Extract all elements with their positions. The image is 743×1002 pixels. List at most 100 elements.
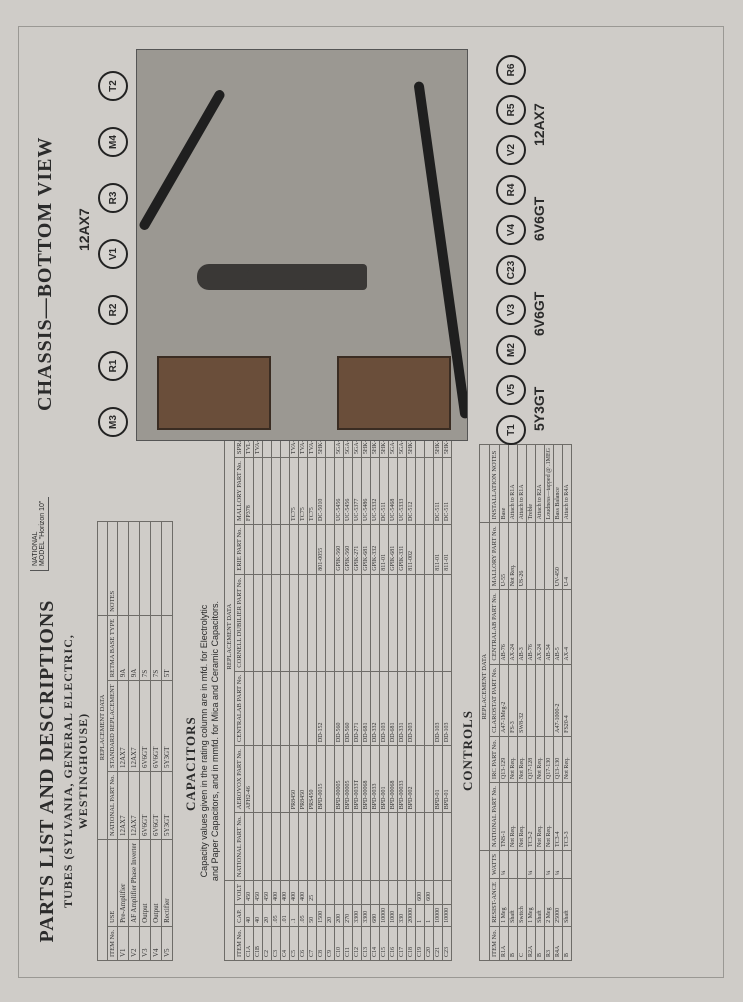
table-cell: 1 <box>415 904 425 927</box>
table-cell: 811-01 <box>442 524 452 575</box>
col-header: ITEM No. <box>107 926 118 961</box>
table-cell: 270 <box>343 904 353 927</box>
table-cell: DC-511 <box>442 457 452 525</box>
table-cell: BPD-002 <box>406 745 416 813</box>
table-cell: 801-0055 <box>316 524 326 575</box>
callout-m3: M3 <box>98 407 128 437</box>
table-cell: DD-103 <box>379 671 389 746</box>
table-cell: C6 <box>298 926 308 961</box>
table-cell: 5Y3GT <box>161 680 173 772</box>
table-cell: BPD-0033T <box>352 745 362 813</box>
table-cell <box>280 574 290 672</box>
callout-v1: V1 <box>98 239 128 269</box>
table-cell: V2 <box>128 926 140 961</box>
table-cell <box>415 524 425 575</box>
table-cell <box>406 574 416 672</box>
table-cell: GPIK-560 <box>334 524 344 575</box>
table-cell: 12AX7 <box>117 680 129 772</box>
tubes-group-row: REPLACEMENT DATA <box>97 521 108 961</box>
table-cell <box>298 812 308 881</box>
table-cell: 450 <box>262 880 272 905</box>
col-header: INSTALLATION NOTES <box>489 444 500 523</box>
table-cell: ¼ <box>544 850 554 879</box>
table-cell: C14 <box>370 926 380 961</box>
callout-r1: R1 <box>98 351 128 381</box>
table-cell <box>244 671 254 746</box>
table-cell: DC-511 <box>433 457 443 525</box>
table-cell: C19 <box>415 926 425 961</box>
table-cell <box>352 880 362 905</box>
table-cell: C1A <box>244 926 254 961</box>
table-cell: V1 <box>117 926 129 961</box>
table-cell <box>415 745 425 813</box>
table-cell: 6V6GT <box>150 771 162 840</box>
table-cell: C5 <box>289 926 299 961</box>
col-header: ERIE PART No. <box>234 524 245 575</box>
table-cell <box>128 521 140 616</box>
table-cell: TNS-1 <box>499 782 509 851</box>
table-cell: 811-01 <box>433 524 443 575</box>
table-cell: C11 <box>343 926 353 961</box>
table-cell <box>316 812 326 881</box>
table-cell <box>352 574 362 672</box>
col-header: CENTRALAB PART No. <box>489 589 500 665</box>
table-cell <box>517 850 527 879</box>
callout-r6: R6 <box>496 55 526 85</box>
top-tube-label: 12AX7 <box>76 208 92 251</box>
table-cell <box>379 812 389 881</box>
table-cell: BPD-01 <box>442 745 452 813</box>
table-cell: B <box>535 926 545 961</box>
table-cell: SW8-32 <box>517 664 527 737</box>
callout-r5: R5 <box>496 95 526 125</box>
col-header: CLAROSTAT PART No. <box>489 664 500 737</box>
table-cell: PR8450 <box>298 745 308 813</box>
table-cell: AX-4 <box>562 589 572 665</box>
table-cell <box>307 524 317 575</box>
table-cell: R1A <box>499 926 509 961</box>
table-cell: UC-5486 <box>361 457 371 525</box>
table-cell: 330 <box>397 904 407 927</box>
table-cell <box>526 664 536 737</box>
table-cell: .1 <box>289 904 299 927</box>
table-cell: C23 <box>442 926 452 961</box>
table-cell: 1000 <box>388 904 398 927</box>
table-cell: DD-203 <box>406 671 416 746</box>
table-cell: C7 <box>307 926 317 961</box>
table-cell <box>370 812 380 881</box>
col-header: WATTS <box>489 850 500 879</box>
table-cell <box>253 671 263 746</box>
table-cell <box>262 745 272 813</box>
col-header: CORNELL DUBILIER PART No. <box>234 574 245 672</box>
table-cell: GPIK-271 <box>352 524 362 575</box>
table-cell: 50 <box>307 904 317 927</box>
table-cell: AF Amplifier Phase Inverter <box>128 839 140 927</box>
chassis-photo-area <box>136 41 476 441</box>
table-cell: Not Req. <box>535 736 545 783</box>
table-cell: 1 Meg <box>526 878 536 927</box>
table-cell: 7S <box>150 615 162 681</box>
table-cell: 600 <box>415 880 425 905</box>
cable <box>137 88 227 232</box>
table-cell: 811-01 <box>379 524 389 575</box>
table-cell: 20000 <box>406 904 416 927</box>
table-cell <box>388 574 398 672</box>
table-cell <box>244 524 254 575</box>
table-cell: AX-24 <box>508 589 518 665</box>
table-cell: Loudness—tapped @ .1MEG <box>544 444 554 523</box>
table-cell <box>298 574 308 672</box>
controls-group-header: REPLACEMENT DATA <box>479 522 490 851</box>
bottom-tube-label: 5Y3GT <box>531 386 547 431</box>
table-cell <box>442 574 452 672</box>
table-cell <box>150 521 162 616</box>
table-cell <box>433 880 443 905</box>
table-cell <box>544 664 554 737</box>
